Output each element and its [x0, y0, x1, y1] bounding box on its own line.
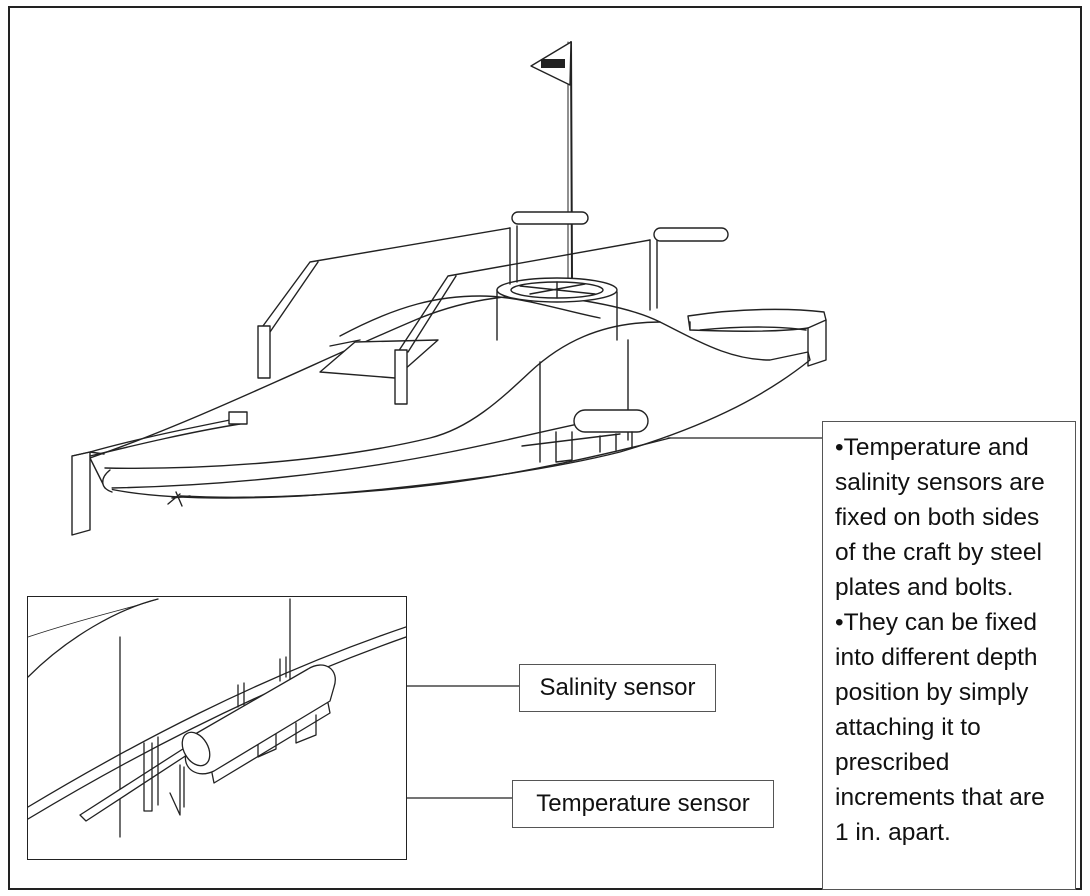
flag — [530, 41, 573, 281]
sensor-description-note: •Temperature and salinity sensors are fi… — [822, 421, 1076, 890]
salinity-sensor-label: Salinity sensor — [519, 664, 716, 712]
hull — [71, 277, 827, 536]
inset-zoom-view — [27, 596, 407, 860]
inset-sensor-drawing — [28, 598, 406, 838]
handrails — [257, 211, 729, 405]
note-bullet-2: •They can be fixed into different depth … — [835, 609, 1045, 846]
temperature-sensor-label: Temperature sensor — [512, 780, 774, 828]
boat-sensors — [521, 409, 649, 463]
note-bullet-1: •Temperature and salinity sensors are fi… — [835, 434, 1045, 601]
